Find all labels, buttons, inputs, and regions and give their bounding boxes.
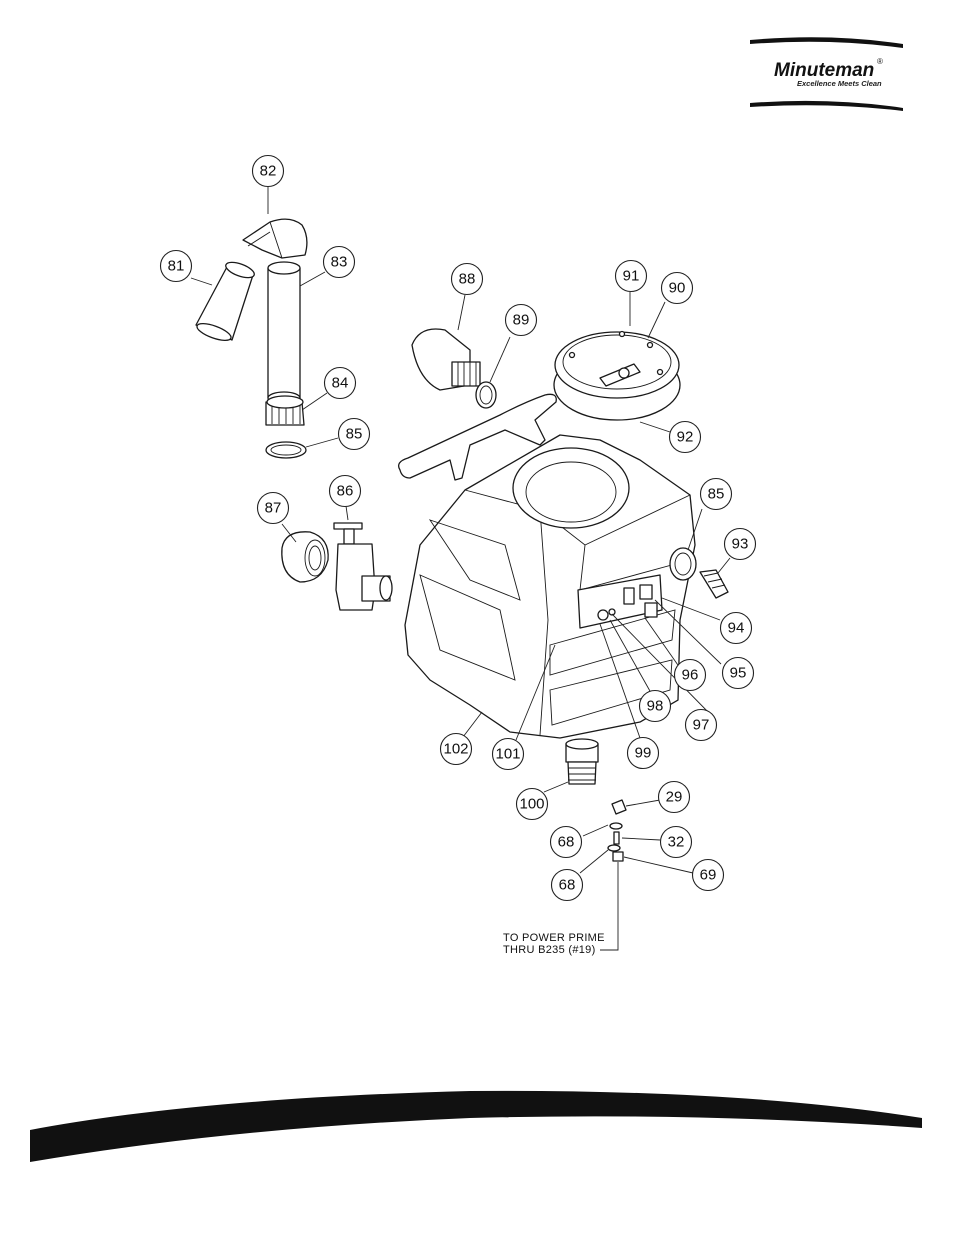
part-85-ring — [265, 441, 307, 459]
callout-68-bottom: 68 — [550, 868, 584, 902]
part-83-tube — [267, 261, 301, 405]
part-88-elbow-fitting — [411, 328, 481, 391]
callout-95: 95 — [721, 656, 755, 690]
callout-102: 102 — [439, 732, 473, 766]
part-69-nut — [612, 851, 624, 862]
part-81-tube — [195, 261, 255, 341]
part-84-nut — [265, 395, 305, 426]
svg-text:85: 85 — [346, 426, 363, 443]
svg-text:68: 68 — [558, 834, 575, 851]
svg-text:29: 29 — [666, 789, 683, 806]
svg-text:87: 87 — [265, 500, 282, 517]
logo-registered-mark: ® — [877, 57, 883, 66]
svg-text:90: 90 — [669, 280, 686, 297]
callout-90: 90 — [660, 271, 694, 305]
part-90-lid-assembly — [553, 330, 681, 421]
note-line-2: THRU B235 (#19) — [503, 944, 596, 956]
svg-text:97: 97 — [693, 717, 710, 734]
svg-text:84: 84 — [332, 375, 349, 392]
part-29-elbow-nipple — [611, 799, 627, 815]
svg-text:82: 82 — [260, 163, 277, 180]
svg-text:69: 69 — [700, 867, 717, 884]
callout-101: 101 — [491, 737, 525, 771]
svg-text:81: 81 — [168, 258, 185, 275]
part-32-screw — [613, 831, 620, 845]
svg-text:99: 99 — [635, 745, 652, 762]
svg-text:100: 100 — [519, 796, 544, 813]
callout-85-right: 85 — [699, 477, 733, 511]
callout-85: 85 — [337, 417, 371, 451]
part-89-washer — [475, 381, 497, 409]
svg-text:32: 32 — [668, 834, 685, 851]
part-85-ring-right — [669, 547, 697, 581]
tank-handle — [397, 393, 557, 481]
svg-text:92: 92 — [677, 429, 694, 446]
svg-text:102: 102 — [443, 741, 468, 758]
callout-82: 82 — [251, 154, 285, 188]
callout-97: 97 — [684, 708, 718, 742]
svg-text:94: 94 — [728, 620, 745, 637]
part-102-tank-body — [404, 434, 696, 739]
callout-96: 96 — [673, 658, 707, 692]
part-93-barb-fitting — [699, 569, 729, 599]
callout-87: 87 — [256, 491, 290, 525]
part-68-washer-bottom — [607, 844, 621, 852]
minuteman-logo: Minuteman ® Excellence Meets Clean — [750, 37, 903, 111]
footer-swoosh-band — [30, 1090, 922, 1162]
part-86-valve — [333, 522, 393, 611]
callout-84: 84 — [323, 366, 357, 400]
part-68-washer-top — [609, 822, 623, 830]
callout-29: 29 — [657, 780, 691, 814]
callout-32: 32 — [659, 825, 693, 859]
power-prime-leader — [600, 862, 619, 951]
callout-99: 99 — [626, 736, 660, 770]
callout-94: 94 — [719, 611, 753, 645]
callout-68-top: 68 — [549, 825, 583, 859]
part-100-fitting — [565, 738, 599, 785]
callout-83: 83 — [322, 245, 356, 279]
logo-brand-name: Minuteman — [774, 60, 874, 81]
svg-text:101: 101 — [495, 746, 520, 763]
leader-lines — [190, 186, 731, 874]
svg-text:93: 93 — [732, 536, 749, 553]
callout-88: 88 — [450, 262, 484, 296]
svg-text:86: 86 — [337, 483, 354, 500]
callout-89: 89 — [504, 303, 538, 337]
svg-text:91: 91 — [623, 268, 640, 285]
svg-text:83: 83 — [331, 254, 348, 271]
part-87-coupling — [281, 531, 329, 583]
svg-text:98: 98 — [647, 698, 664, 715]
svg-text:85: 85 — [708, 486, 725, 503]
note-line-1: TO POWER PRIME — [503, 932, 605, 944]
svg-text:95: 95 — [730, 665, 747, 682]
callout-100: 100 — [515, 787, 549, 821]
callout-69: 69 — [691, 858, 725, 892]
svg-text:68: 68 — [559, 877, 576, 894]
logo-tagline: Excellence Meets Clean — [797, 79, 882, 88]
svg-text:89: 89 — [513, 312, 530, 329]
part-82-elbow — [242, 218, 308, 259]
callout-81: 81 — [159, 249, 193, 283]
callout-91: 91 — [614, 259, 648, 293]
callout-92: 92 — [668, 420, 702, 454]
callout-86: 86 — [328, 474, 362, 508]
callout-93: 93 — [723, 527, 757, 561]
svg-text:96: 96 — [682, 667, 699, 684]
svg-text:88: 88 — [459, 271, 476, 288]
callout-98: 98 — [638, 689, 672, 723]
